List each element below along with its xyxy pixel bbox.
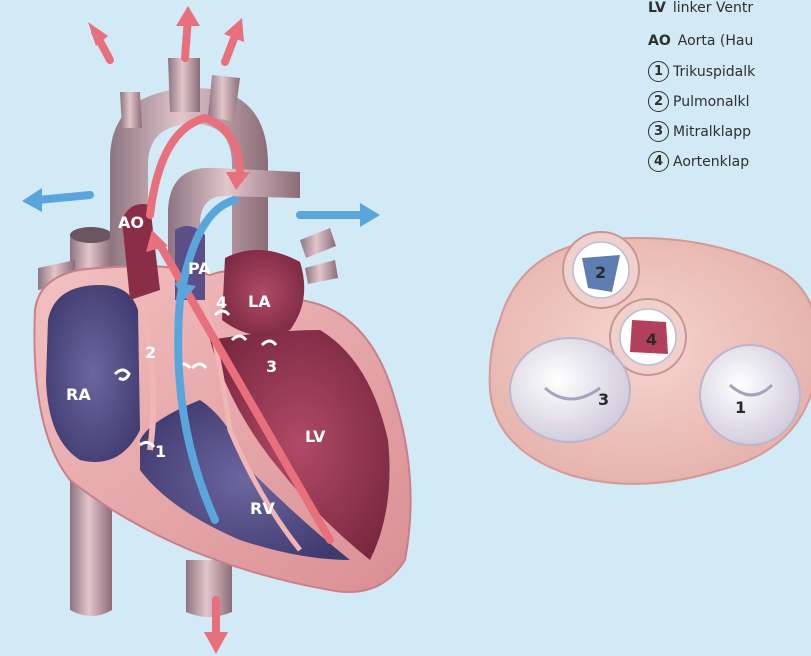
- label-pa: PA: [188, 259, 211, 278]
- valve-view-label-1: 1: [735, 398, 746, 417]
- legend-text: Trikuspidalk: [673, 64, 755, 80]
- legend-text: Aortenklap: [673, 154, 749, 170]
- legend-item-ao: AO Aorta (Hau: [648, 33, 753, 49]
- valve-view-label-3: 3: [598, 390, 609, 409]
- legend-number-badge: 2: [648, 91, 669, 112]
- label-rv: RV: [250, 499, 275, 518]
- heart-diagram: AO PA LA RA RV LV 1 2 3 4: [22, 6, 411, 654]
- legend-number-badge: 3: [648, 121, 669, 142]
- label-lv: LV: [305, 427, 326, 446]
- label-ao: AO: [118, 213, 144, 232]
- legend-abbr: LV: [648, 0, 666, 16]
- legend-text: Aorta (Hau: [678, 33, 754, 49]
- legend-abbr: AO: [648, 33, 671, 49]
- label-valve-3: 3: [266, 357, 277, 376]
- tricuspid-valve: [700, 345, 800, 445]
- label-valve-1: 1: [155, 442, 166, 461]
- mitral-valve: [510, 338, 630, 442]
- vena-cava-inferior: [186, 560, 232, 617]
- legend-item-3: 3 Mitralklapp: [648, 121, 751, 142]
- legend-text: Pulmonalkl: [673, 94, 750, 110]
- label-la: LA: [248, 292, 271, 311]
- legend-item-1: 1 Trikuspidalk: [648, 61, 755, 82]
- legend-text: linker Ventr: [673, 0, 753, 16]
- legend-item-2: 2 Pulmonalkl: [648, 91, 750, 112]
- valve-plane-diagram: 2 4 3 1: [490, 232, 811, 484]
- label-ra: RA: [66, 385, 91, 404]
- legend-number-badge: 1: [648, 61, 669, 82]
- legend: LV linker Ventr AO Aorta (Hau 1 Trikuspi…: [648, 0, 811, 230]
- right-atrium: [46, 285, 140, 462]
- legend-text: Mitralklapp: [673, 124, 751, 140]
- legend-item-4: 4 Aortenklap: [648, 151, 749, 172]
- label-valve-4: 4: [216, 293, 227, 312]
- valve-view-label-2: 2: [595, 263, 606, 282]
- valve-view-label-4: 4: [646, 330, 657, 349]
- legend-number-badge: 4: [648, 151, 669, 172]
- legend-item-lv: LV linker Ventr: [648, 0, 753, 16]
- label-valve-2: 2: [145, 343, 156, 362]
